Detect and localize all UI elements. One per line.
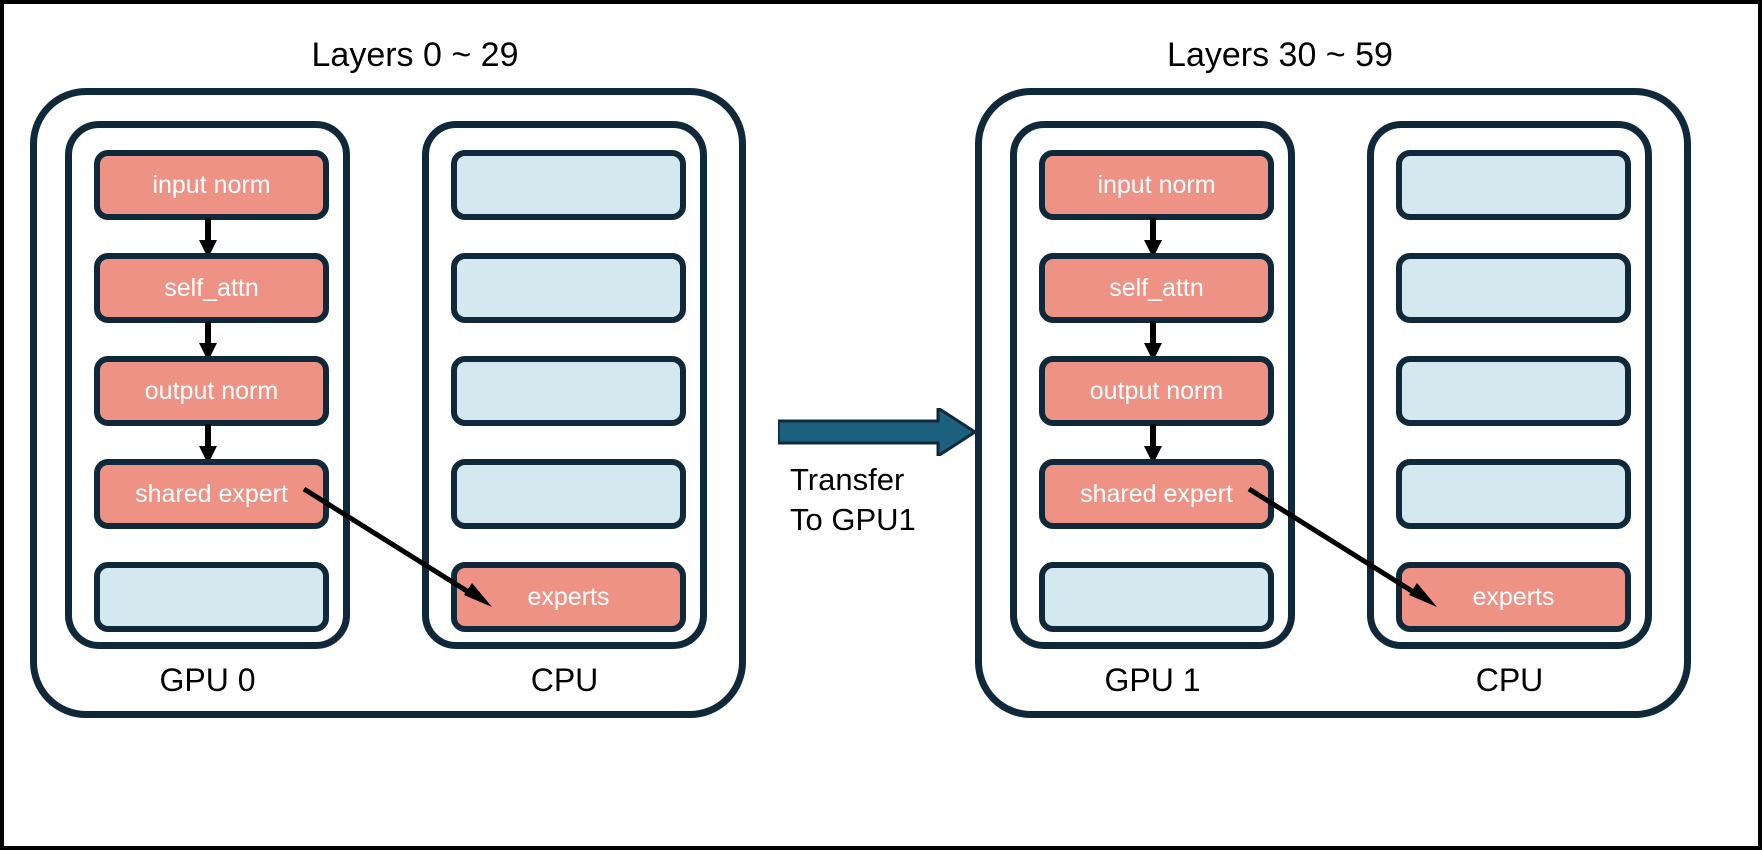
block-cpu-empty-slot[interactable]	[1396, 356, 1631, 426]
block-cpu-empty-slot[interactable]	[451, 459, 686, 529]
block-cpu-empty-slot[interactable]	[1396, 150, 1631, 220]
cpu-memory-column-1: experts	[1367, 121, 1652, 649]
transfer-arrow-icon	[778, 408, 976, 456]
device-label-gpu-0: GPU 0	[159, 662, 256, 698]
group-title-right: Layers 30 ~ 59	[1167, 36, 1393, 74]
block-output-norm[interactable]: output norm	[94, 356, 329, 426]
flow-arrow-icon	[198, 424, 217, 464]
block-shared-expert[interactable]: shared expert	[94, 459, 329, 529]
flow-arrow-icon	[1143, 321, 1162, 361]
gpu-memory-column-1: input norm self_attn output norm shared …	[1010, 121, 1295, 649]
device-label-cpu-0: CPU	[530, 662, 599, 698]
flow-arrow-icon	[1143, 218, 1162, 258]
device-group-0: input norm self_attn output norm shared …	[30, 88, 746, 718]
block-experts[interactable]: experts	[1396, 562, 1631, 632]
device-label-gpu-1: GPU 1	[1104, 662, 1201, 698]
block-shared-expert[interactable]: shared expert	[1039, 459, 1274, 529]
group-title-left: Layers 0 ~ 29	[311, 36, 519, 74]
flow-arrow-icon	[198, 218, 217, 258]
block-cpu-empty-slot[interactable]	[1396, 459, 1631, 529]
block-self-attn[interactable]: self_attn	[94, 253, 329, 323]
transfer-label: Transfer To GPU1	[790, 462, 916, 537]
block-self-attn[interactable]: self_attn	[1039, 253, 1274, 323]
block-gpu-empty-slot[interactable]	[1039, 562, 1274, 632]
device-group-1: input norm self_attn output norm shared …	[975, 88, 1691, 718]
block-cpu-empty-slot[interactable]	[451, 253, 686, 323]
flow-arrow-icon	[1143, 424, 1162, 464]
block-output-norm[interactable]: output norm	[1039, 356, 1274, 426]
cpu-memory-column-0: experts	[422, 121, 707, 649]
block-input-norm[interactable]: input norm	[94, 150, 329, 220]
block-gpu-empty-slot[interactable]	[94, 562, 329, 632]
block-cpu-empty-slot[interactable]	[451, 150, 686, 220]
flow-arrow-icon	[198, 321, 217, 361]
block-experts[interactable]: experts	[451, 562, 686, 632]
block-cpu-empty-slot[interactable]	[1396, 253, 1631, 323]
gpu-memory-column-0: input norm self_attn output norm shared …	[65, 121, 350, 649]
block-input-norm[interactable]: input norm	[1039, 150, 1274, 220]
device-label-cpu-1: CPU	[1475, 662, 1544, 698]
block-cpu-empty-slot[interactable]	[451, 356, 686, 426]
